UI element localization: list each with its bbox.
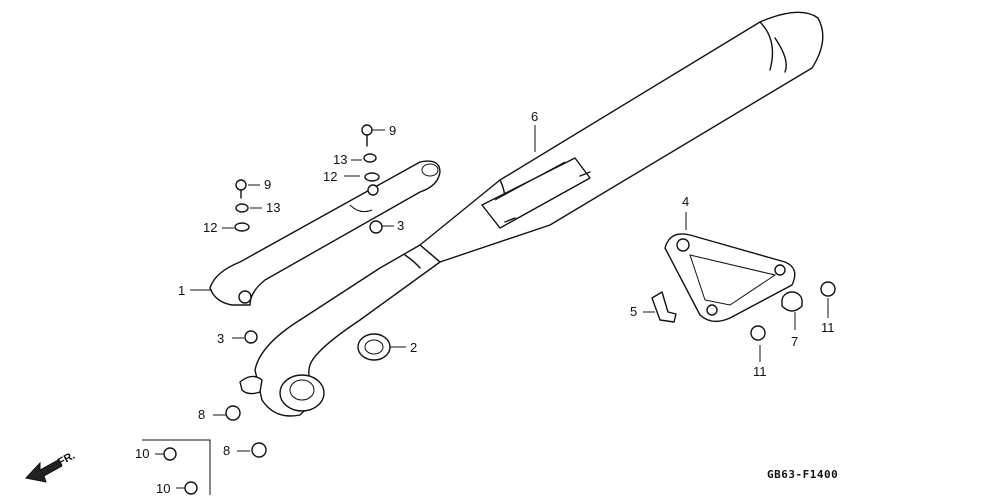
callout-13b: 13 xyxy=(266,200,281,215)
fasteners xyxy=(163,124,836,495)
callout-10a: 10 xyxy=(135,446,150,461)
heat-shield xyxy=(209,160,441,306)
callout-7: 7 xyxy=(791,334,799,349)
callout-12b: 12 xyxy=(203,220,218,235)
callout-6: 6 xyxy=(531,109,539,124)
muffler-bracket xyxy=(664,233,796,323)
callout-9a: 9 xyxy=(389,123,397,138)
callout-2: 2 xyxy=(410,340,418,355)
callout-12a: 12 xyxy=(323,169,338,184)
callout-8b: 8 xyxy=(223,443,231,458)
callout-3a: 3 xyxy=(397,218,405,233)
muffler-body xyxy=(419,11,824,263)
callout-1: 1 xyxy=(178,283,186,298)
leader-lines xyxy=(142,125,829,495)
callout-3b: 3 xyxy=(217,331,225,346)
callout-4: 4 xyxy=(682,194,690,209)
collar xyxy=(781,291,803,312)
callout-10b: 10 xyxy=(156,481,171,496)
gasket xyxy=(357,333,391,361)
exhaust-pipe xyxy=(239,244,441,417)
callout-11b: 11 xyxy=(821,320,835,335)
small-bracket xyxy=(651,291,677,323)
callout-11a: 11 xyxy=(753,364,767,379)
callout-13a: 13 xyxy=(333,152,348,167)
drawing-code: GB63-F1400 xyxy=(767,468,839,481)
callout-5: 5 xyxy=(630,304,638,319)
callout-9b: 9 xyxy=(264,177,272,192)
callout-8a: 8 xyxy=(198,407,206,422)
front-direction-arrow xyxy=(25,459,63,483)
